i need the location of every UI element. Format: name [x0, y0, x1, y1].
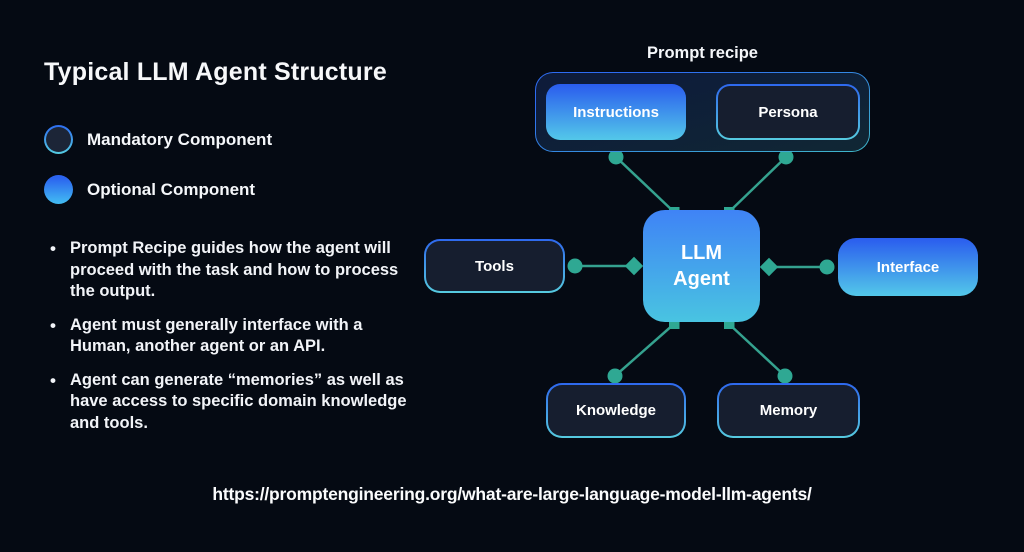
connector-endpoint-diamond — [624, 256, 644, 276]
optional-component-icon — [44, 175, 73, 204]
node-llm-agent-label: LLM Agent — [673, 242, 730, 290]
connector-endpoint-square — [669, 318, 680, 329]
legend-item-optional: Optional Component — [44, 175, 255, 204]
node-persona-label: Persona — [758, 103, 818, 121]
node-memory: Memory — [717, 383, 860, 438]
connector-llm-agent-memory — [728, 323, 786, 377]
note-bullet-memories: Agent can generate “memories” as well as… — [48, 370, 408, 435]
prompt-recipe-label: Prompt recipe — [647, 44, 758, 62]
node-knowledge: Knowledge — [546, 383, 686, 438]
notes-list: Prompt Recipe guides how the agent will … — [48, 238, 408, 446]
connector-endpoint-circle — [777, 368, 793, 384]
node-interface: Interface — [838, 238, 978, 296]
legend-label-optional: Optional Component — [87, 179, 256, 199]
connector-endpoint-circle — [819, 259, 835, 275]
source-url: https://promptengineering.org/what-are-l… — [212, 484, 812, 504]
node-knowledge-label: Knowledge — [575, 402, 656, 419]
page-title: Typical LLM Agent Structure — [44, 58, 387, 86]
legend-item-mandatory: Mandatory Component — [44, 125, 272, 154]
connector-instructions-llm-agent — [615, 156, 675, 213]
node-instructions: Instructions — [546, 84, 686, 140]
mandatory-component-icon — [44, 125, 73, 154]
connector-endpoint-circle — [607, 368, 623, 384]
connector-endpoint-circle — [608, 149, 624, 165]
connector-endpoint-circle — [567, 258, 583, 274]
connector-persona-llm-agent — [728, 156, 787, 213]
note-bullet-prompt-recipe: Prompt Recipe guides how the agent will … — [48, 238, 408, 303]
node-tools-label: Tools — [475, 257, 514, 275]
connector-llm-agent-knowledge — [614, 323, 675, 377]
connector-endpoint-square — [724, 318, 735, 329]
note-bullet-interface: Agent must generally interface with a Hu… — [48, 315, 408, 358]
connector-endpoint-circle — [778, 149, 794, 165]
node-instructions-label: Instructions — [573, 103, 659, 121]
node-interface-label: Interface — [876, 258, 940, 276]
node-memory-label: Memory — [759, 402, 818, 419]
node-tools: Tools — [424, 239, 565, 293]
connector-endpoint-diamond — [759, 257, 779, 277]
legend-label-mandatory: Mandatory Component — [87, 129, 273, 149]
node-persona: Persona — [716, 84, 860, 140]
node-llm-agent: LLM Agent — [643, 210, 760, 322]
